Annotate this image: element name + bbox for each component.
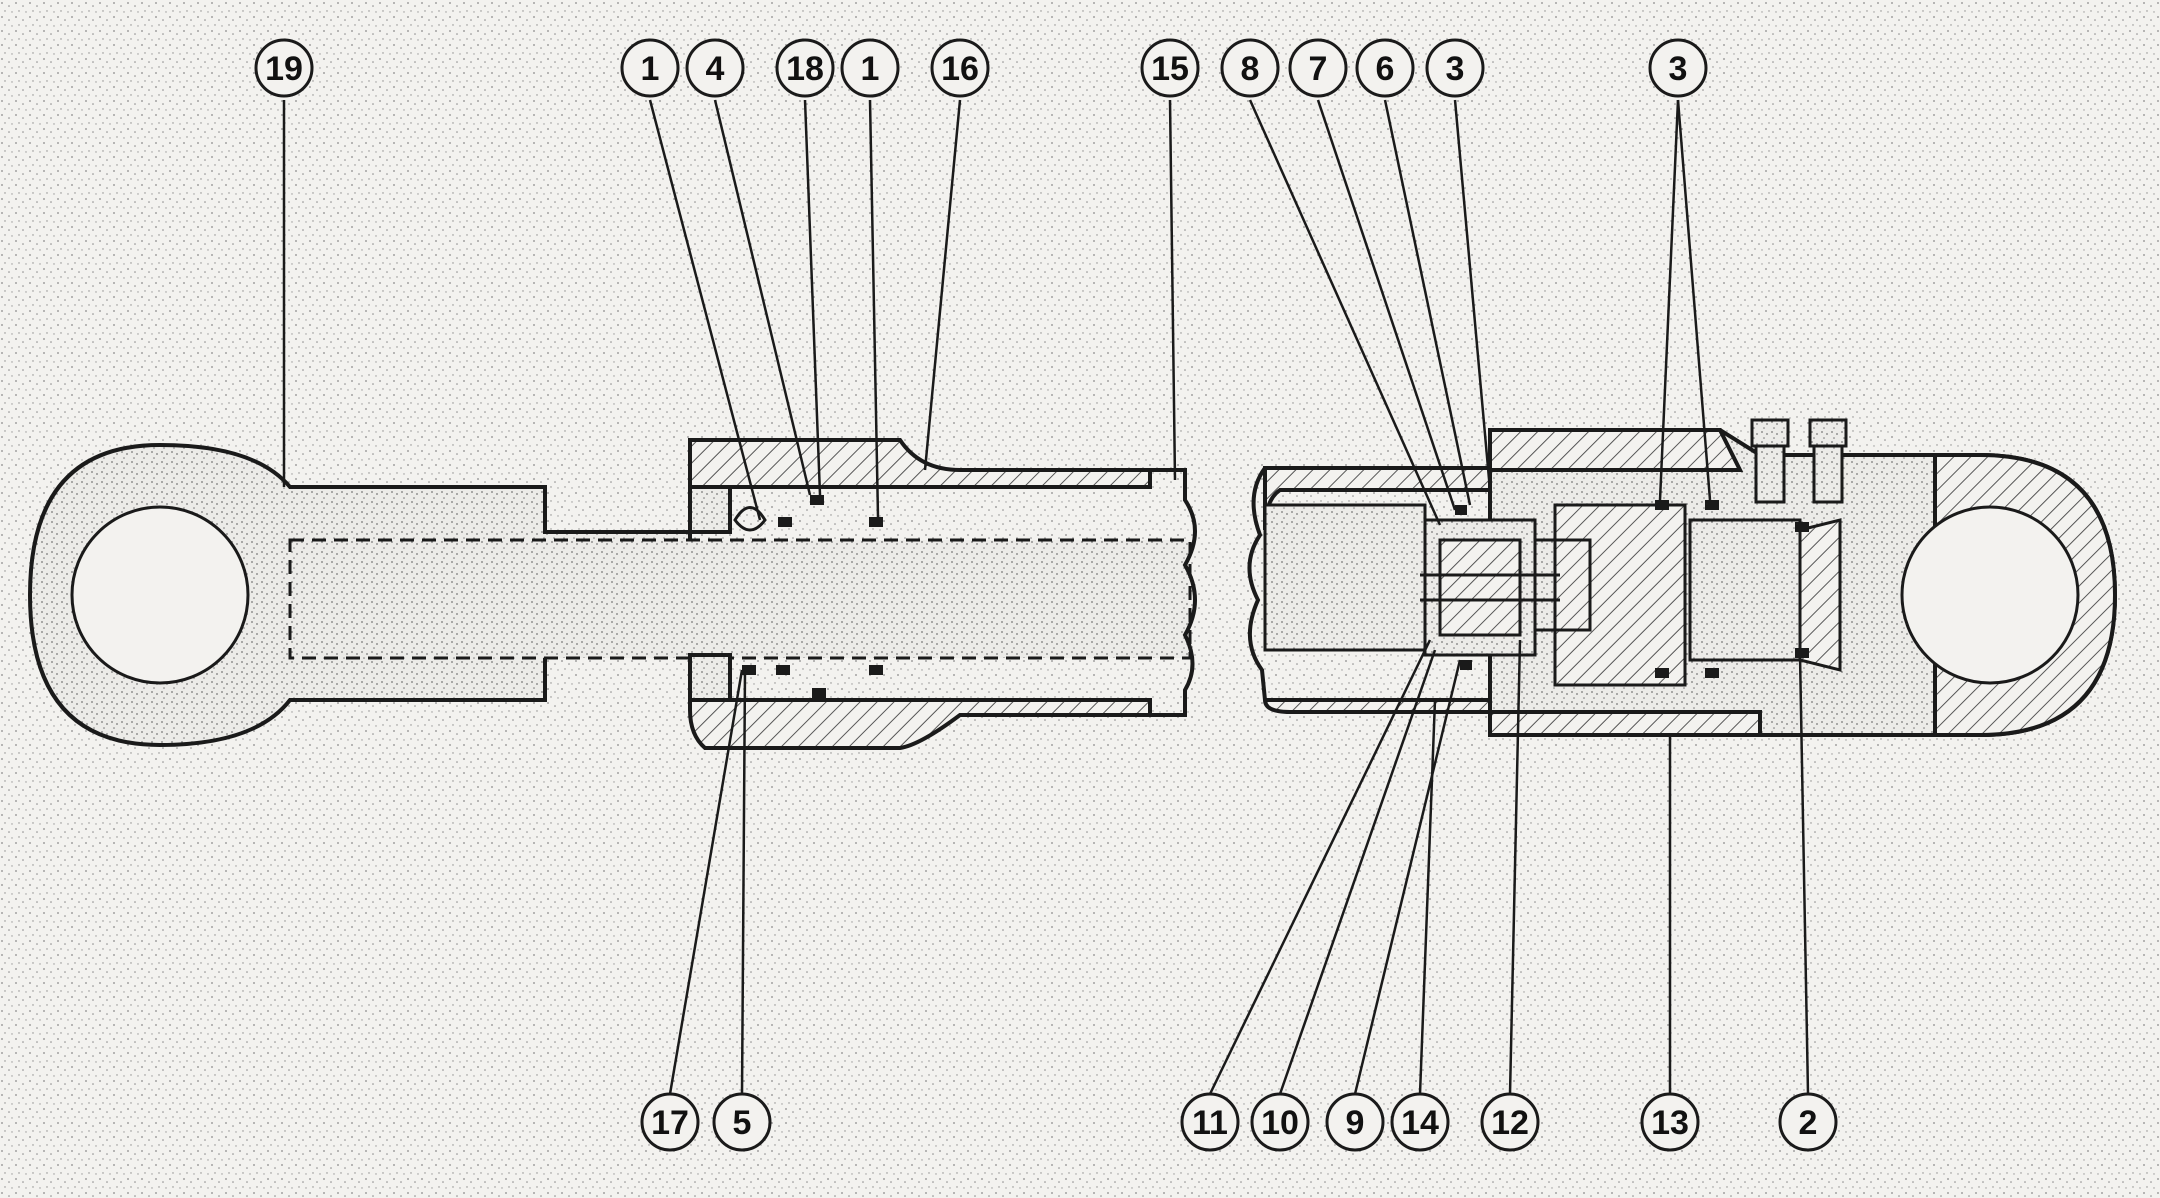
wiper-seal [733, 506, 767, 532]
cylinder-tube-left [1150, 468, 1197, 717]
callout-bottom-14: 14 [1390, 1092, 1450, 1152]
callout-bottom-5: 5 [712, 1092, 772, 1152]
svg-text:4: 4 [706, 50, 725, 88]
callout-bottom-12: 12 [1480, 1092, 1540, 1152]
piston [1423, 503, 1842, 687]
seal-marks-right [1455, 500, 1809, 678]
port-fittings [1750, 418, 1848, 504]
svg-text:17: 17 [651, 1104, 689, 1142]
svg-text:3: 3 [1669, 50, 1688, 88]
piston-internal-lines [1420, 538, 1592, 632]
svg-text:1: 1 [861, 50, 880, 88]
svg-text:16: 16 [941, 50, 979, 88]
svg-text:13: 13 [1651, 1104, 1689, 1142]
svg-text:9: 9 [1346, 1104, 1365, 1142]
svg-text:7: 7 [1309, 50, 1328, 88]
leader-lines [282, 99, 1810, 1095]
callout-bottom-2: 2 [1778, 1092, 1838, 1152]
svg-text:6: 6 [1376, 50, 1395, 88]
piston-rod [288, 538, 1192, 660]
seal-marks-left [742, 495, 883, 698]
svg-text:3: 3 [1446, 50, 1465, 88]
callouts-top: 19 1 4 18 1 16 15 8 7 6 3 3 [254, 38, 1708, 98]
svg-text:15: 15 [1151, 50, 1189, 88]
callout-top-19: 19 [254, 38, 314, 98]
callout-top-1a: 1 [620, 38, 680, 98]
gland-head [688, 438, 1152, 750]
callout-top-18: 18 [775, 38, 835, 98]
svg-text:8: 8 [1241, 50, 1260, 88]
svg-text:12: 12 [1491, 1104, 1529, 1142]
svg-text:18: 18 [786, 50, 824, 88]
callout-bottom-13: 13 [1640, 1092, 1700, 1152]
piston-rod-rear [1263, 503, 1427, 652]
callout-top-3b: 3 [1648, 38, 1708, 98]
callout-top-8: 8 [1220, 38, 1280, 98]
callout-top-15: 15 [1140, 38, 1200, 98]
callout-top-7: 7 [1288, 38, 1348, 98]
svg-text:11: 11 [1192, 1104, 1228, 1142]
svg-text:19: 19 [265, 50, 303, 88]
callout-top-4: 4 [685, 38, 745, 98]
callout-bottom-11: 11 [1180, 1092, 1240, 1152]
callout-bottom-9: 9 [1325, 1092, 1385, 1152]
rod-eye-bore [70, 505, 250, 685]
callout-bottom-17: 17 [640, 1092, 700, 1152]
end-cap-eye-bore [1900, 505, 2080, 685]
callout-top-1b: 1 [840, 38, 900, 98]
svg-text:5: 5 [733, 1104, 752, 1142]
svg-text:2: 2 [1799, 1104, 1818, 1142]
callout-bottom-10: 10 [1250, 1092, 1310, 1152]
svg-text:1: 1 [641, 50, 660, 88]
callout-top-3a: 3 [1425, 38, 1485, 98]
svg-text:10: 10 [1261, 1104, 1299, 1142]
callout-top-16: 16 [930, 38, 990, 98]
svg-text:14: 14 [1401, 1104, 1439, 1142]
callout-top-6: 6 [1355, 38, 1415, 98]
callouts-bottom: 17 5 11 10 9 14 12 13 2 [640, 1092, 1838, 1152]
